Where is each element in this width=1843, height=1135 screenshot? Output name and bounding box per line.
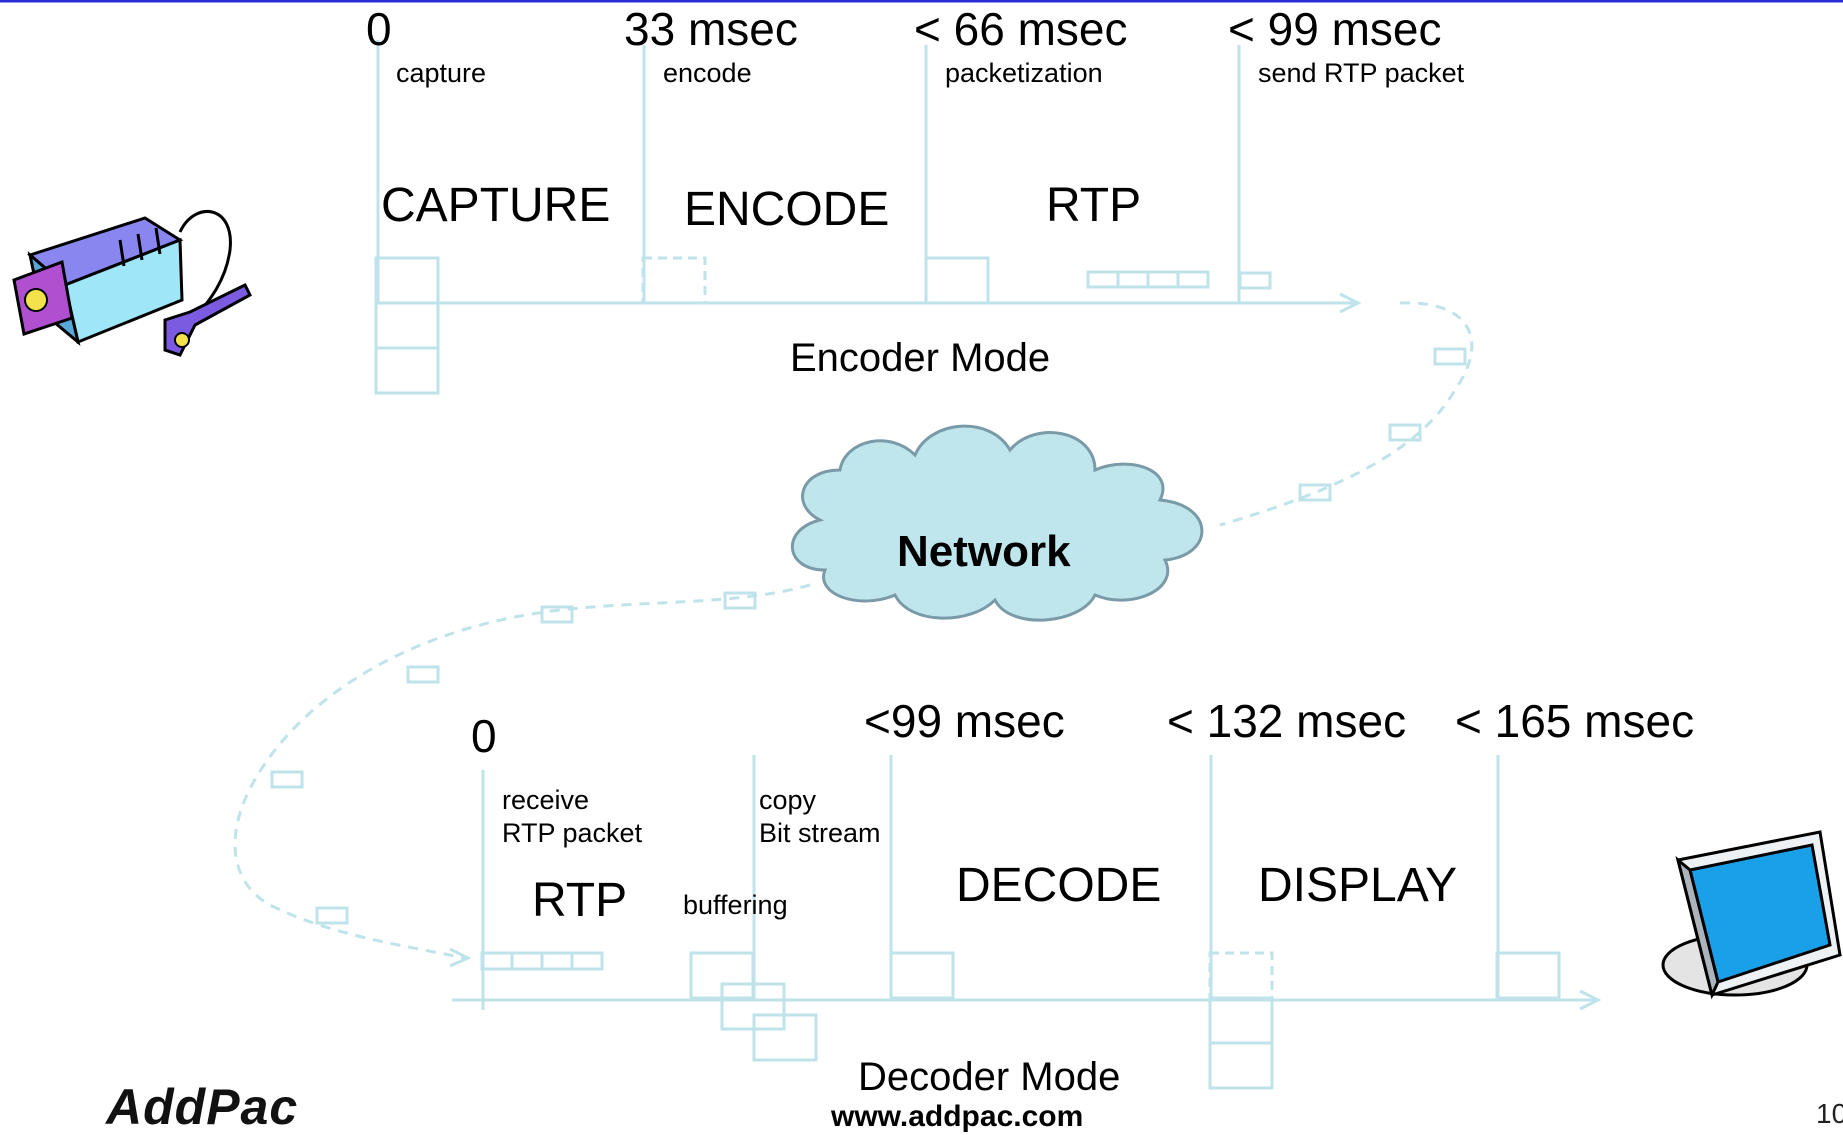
decoder-step-receive-2: RTP packet (502, 818, 643, 848)
encoder-stage-encode: ENCODE (684, 183, 890, 236)
transit-packet-3 (1298, 483, 1332, 502)
encoder-step-encode: encode (663, 58, 752, 88)
decoder-timeline (452, 755, 1602, 1090)
decoder-time-0: 0 (471, 710, 497, 762)
display-frame-3 (1208, 1041, 1274, 1090)
video-camera-icon (12, 210, 252, 357)
buffer-frame-3 (752, 1013, 818, 1062)
capture-frame-3 (374, 346, 440, 395)
sent-rtp-packet (1238, 271, 1272, 290)
encode-frame (641, 256, 707, 305)
decode-frame (889, 951, 955, 1000)
transit-packet-1 (1433, 347, 1467, 366)
displayed-frame (1495, 951, 1561, 1000)
decoder-axis-arrowhead (1579, 989, 1602, 1011)
network-path (233, 301, 1474, 968)
rtp-packet-4 (1176, 270, 1210, 289)
decoder-step-copy-1: copy (759, 785, 817, 815)
path-encoder-to-cloud (1219, 301, 1474, 527)
encoder-stage-capture: CAPTURE (381, 179, 611, 232)
decoder-mode-label: Decoder Mode (858, 1055, 1121, 1099)
footer-url[interactable]: www.addpac.com (831, 1100, 1084, 1133)
capture-frame-2 (374, 301, 440, 350)
encoder-step-packetization: packetization (945, 58, 1103, 88)
decoder-arrowhead (449, 947, 472, 968)
decoder-stage-display: DISPLAY (1258, 859, 1458, 912)
display-frame-2 (1208, 996, 1274, 1045)
transit-packet-7 (270, 770, 304, 789)
network-cloud-icon (791, 424, 1204, 622)
decoder-step-copy-2: Bit stream (759, 818, 881, 848)
page-number: 10 (1816, 1098, 1843, 1129)
encoder-step-send: send RTP packet (1258, 58, 1465, 88)
encoder-step-capture: capture (396, 58, 487, 88)
transit-packet-6 (406, 665, 440, 684)
packetization-frame (924, 256, 990, 305)
recv-packet-4 (570, 951, 604, 971)
encoder-time-33: 33 msec (624, 3, 798, 55)
recv-packet-3 (540, 951, 574, 971)
rtp-packet-1 (1086, 270, 1120, 289)
rtp-packet-3 (1146, 270, 1180, 289)
capture-frame-1 (374, 256, 440, 305)
decoder-stage-rtp: RTP (532, 874, 628, 927)
decoder-time-165: < 165 msec (1455, 695, 1695, 747)
addpac-logo: AddPac (106, 1079, 299, 1135)
encoder-stage-rtp: RTP (1046, 179, 1142, 232)
path-cloud-to-decoder (233, 583, 811, 960)
transit-packet-4 (723, 591, 757, 610)
transit-packet-2 (1388, 423, 1422, 442)
network-label: Network (897, 527, 1071, 576)
recv-packet-2 (510, 951, 544, 971)
monitor-icon (1661, 830, 1842, 1000)
encoder-time-0: 0 (366, 3, 392, 55)
encoder-time-99: < 99 msec (1228, 3, 1442, 55)
transit-packet-8 (315, 906, 349, 925)
encoder-axis-arrowhead (1339, 292, 1362, 314)
decoder-stage-decode: DECODE (956, 859, 1162, 912)
decoder-step-buffering: buffering (683, 890, 788, 920)
transit-packet-5 (540, 605, 574, 624)
encoder-time-66: < 66 msec (914, 3, 1128, 55)
decoder-time-132: < 132 msec (1167, 695, 1407, 747)
display-frame-1 (1208, 951, 1274, 1000)
encoder-timeline (374, 40, 1362, 395)
recv-packet-1 (480, 951, 514, 971)
encoder-mode-label: Encoder Mode (790, 336, 1051, 380)
decoder-step-receive-1: receive (502, 785, 590, 815)
decoder-time-99: <99 msec (864, 695, 1065, 747)
rtp-packet-2 (1116, 270, 1150, 289)
